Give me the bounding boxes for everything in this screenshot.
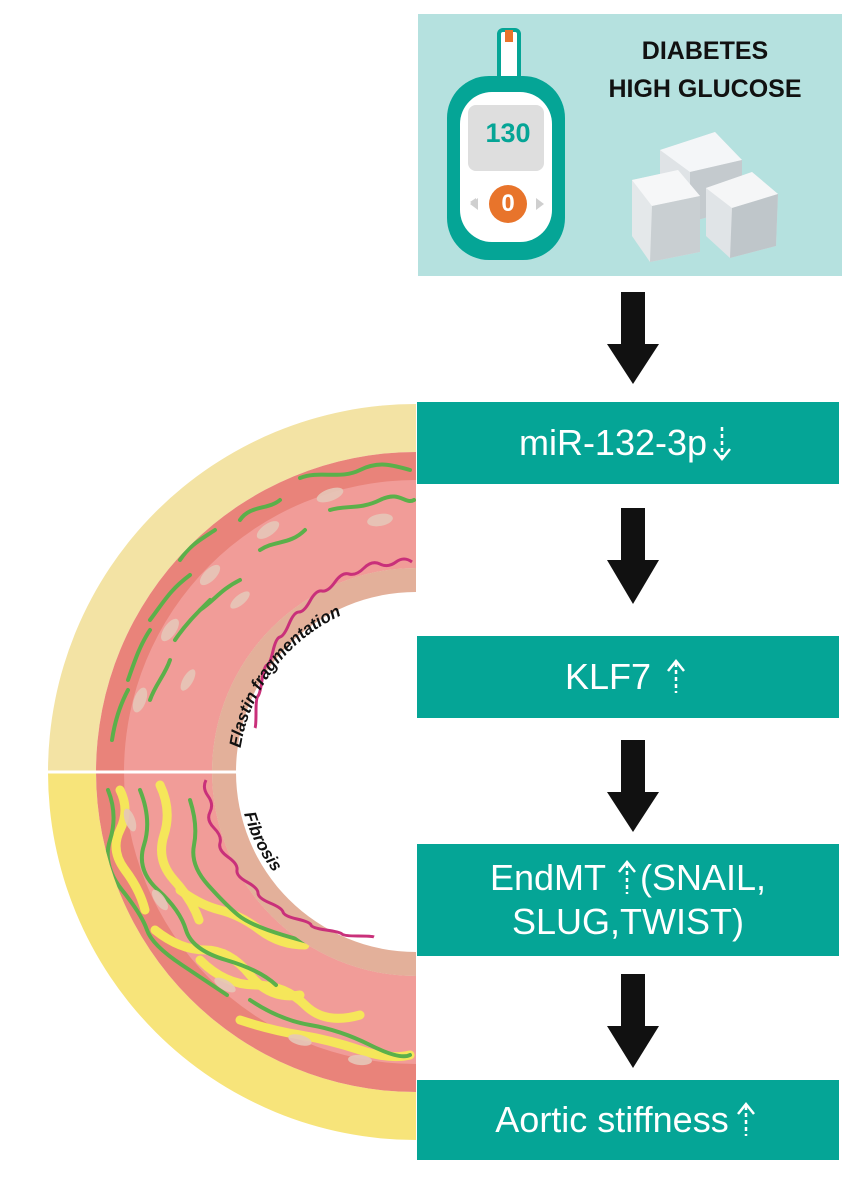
internal-elastic-lamina-upper (253, 557, 413, 729)
endmt-markers-line2: SLUG,TWIST) (512, 901, 744, 942)
meter-reading: 130 (485, 118, 531, 148)
endmt-label: EndMT (489, 857, 606, 898)
elastin-fibers-upper (110, 462, 416, 742)
aortic-stiffness-label: Aortic stiffness (495, 1099, 729, 1140)
arrow-klf7-to-endmt (607, 740, 659, 832)
klf7-label: KLF7 (564, 656, 652, 697)
title-line-diabetes: DIABETES (641, 37, 769, 65)
sugar-cubes-icon (632, 132, 778, 262)
diabetes-title: DIABETES HIGH GLUCOSE (575, 32, 835, 108)
up-arrow-icon (665, 657, 687, 697)
endmt-markers-line1: (SNAIL, (640, 857, 767, 898)
title-line-high-glucose: HIGH GLUCOSE (608, 75, 802, 103)
internal-elastic-lamina-lower (202, 779, 375, 939)
arrow-mir-to-klf7 (607, 508, 659, 604)
glucose-meter-icon (447, 28, 565, 260)
klf7-box: KLF7 (417, 636, 839, 718)
mir-box: miR-132-3p (417, 402, 839, 484)
up-arrow-icon (735, 1100, 757, 1140)
vessel-upper-half (48, 404, 416, 772)
meter-button: 0 (489, 185, 527, 223)
endmt-box: EndMT (SNAIL, SLUG,TWIST) (417, 844, 839, 956)
mir-label: miR-132-3p (518, 422, 708, 463)
up-arrow-icon (616, 858, 638, 898)
aortic-stiffness-box: Aortic stiffness (417, 1080, 839, 1160)
smooth-muscle-cells-upper (132, 487, 393, 713)
arrow-endmt-to-stiffness (607, 974, 659, 1068)
arrow-panel-to-mir (607, 292, 659, 384)
elastin-fibers-lower (105, 788, 412, 1059)
down-arrow-icon (711, 423, 733, 463)
smooth-muscle-cells-lower (123, 808, 372, 1066)
